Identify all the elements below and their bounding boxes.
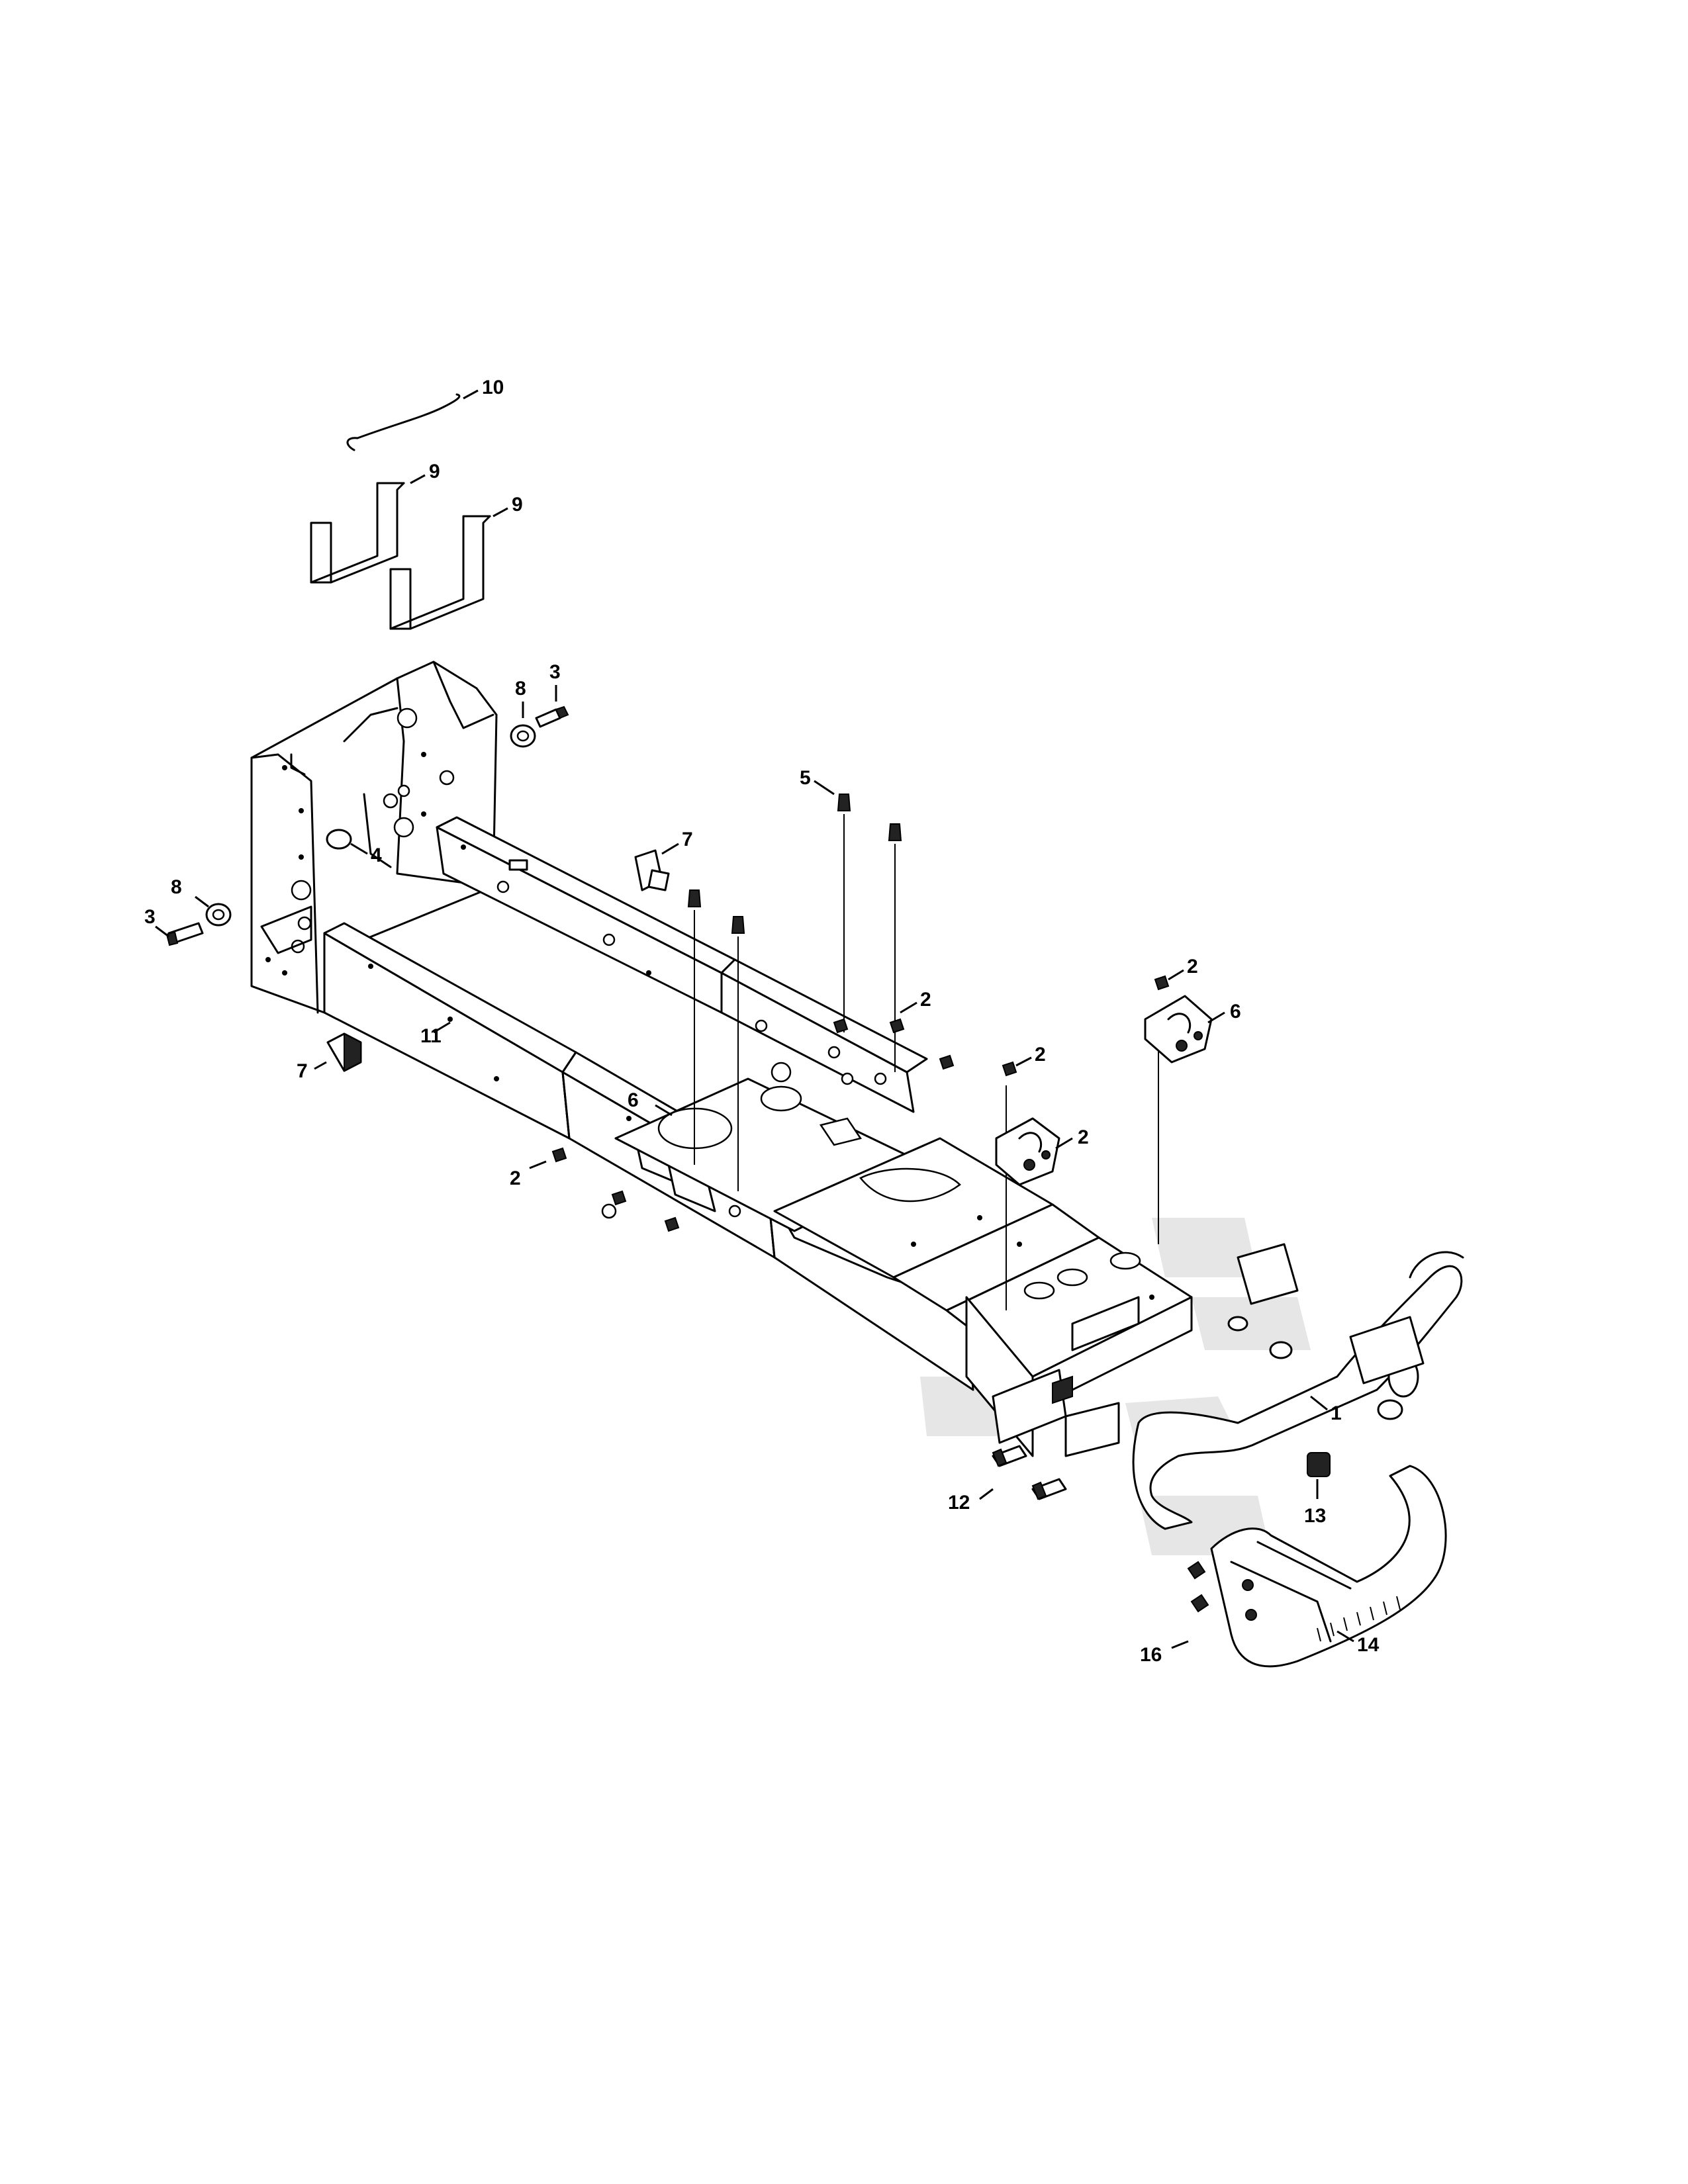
part-8-bushing-lower — [205, 903, 232, 927]
front-fittings — [1227, 1243, 1299, 1359]
callout-14: 16 — [1140, 1644, 1162, 1666]
callout-7: 7 — [682, 829, 693, 850]
part-5-studs — [687, 794, 1159, 1310]
part-15-bumper-cover — [1210, 1465, 1447, 1668]
callout-4: 4 — [371, 844, 382, 866]
callout-16: 13 — [1304, 1505, 1326, 1527]
part-6-clip-right — [1144, 995, 1213, 1064]
part-4-bushing — [326, 829, 352, 850]
callout-6: 2 — [1078, 1126, 1089, 1148]
part-8-bushing-upper — [510, 724, 536, 748]
part-2-screws — [551, 975, 1170, 1232]
callout-2: 2 — [510, 1167, 521, 1189]
callout-5: 5 — [800, 767, 811, 789]
callout-9: 9 — [512, 494, 523, 516]
callout-9: 9 — [429, 461, 440, 482]
leader-lines — [155, 389, 1354, 1649]
callout-11: 6 — [628, 1089, 639, 1111]
callout-1: 11 — [420, 1025, 442, 1047]
part-9-bracket-right — [389, 515, 491, 630]
part-7-bumper-pad-upper — [634, 849, 670, 891]
callout-13: 12 — [948, 1492, 970, 1514]
part-13-bolts — [992, 1402, 1120, 1500]
part-3-bolt-upper — [535, 705, 569, 728]
callout-2: 2 — [1035, 1044, 1046, 1066]
callout-10: 10 — [482, 377, 504, 398]
part-9-bracket-left — [310, 482, 405, 584]
part-1-rear-frame-plate — [250, 660, 498, 1014]
callout-15: 14 — [1357, 1634, 1380, 1656]
callout-3: 3 — [549, 661, 561, 683]
callout-7: 7 — [297, 1060, 308, 1082]
callout-6: 6 — [1230, 1001, 1241, 1023]
part-16-plug — [1307, 1452, 1331, 1477]
bumper-cover-ribs — [1317, 1596, 1401, 1642]
part-6-clip-left — [995, 1117, 1060, 1186]
part-14-screws — [1187, 1561, 1209, 1613]
callout-labels: 10 9 9 8 3 8 3 4 7 7 5 2 2 2 2 2 6 6 11 … — [144, 377, 1380, 1666]
part-3-bolt-lower — [165, 922, 204, 946]
callout-3: 3 — [144, 906, 156, 928]
part-7-bumper-pad-lower — [326, 1032, 362, 1072]
part-12-bumper-tube — [1132, 1251, 1464, 1530]
part-1-front-deck — [773, 1137, 1193, 1457]
part-10-wire-clip — [346, 393, 461, 451]
callout-12: 1 — [1331, 1402, 1342, 1424]
callout-2: 2 — [1187, 956, 1198, 978]
callout-8: 8 — [171, 876, 182, 898]
callout-2: 2 — [920, 989, 931, 1011]
callout-8: 8 — [515, 678, 526, 700]
